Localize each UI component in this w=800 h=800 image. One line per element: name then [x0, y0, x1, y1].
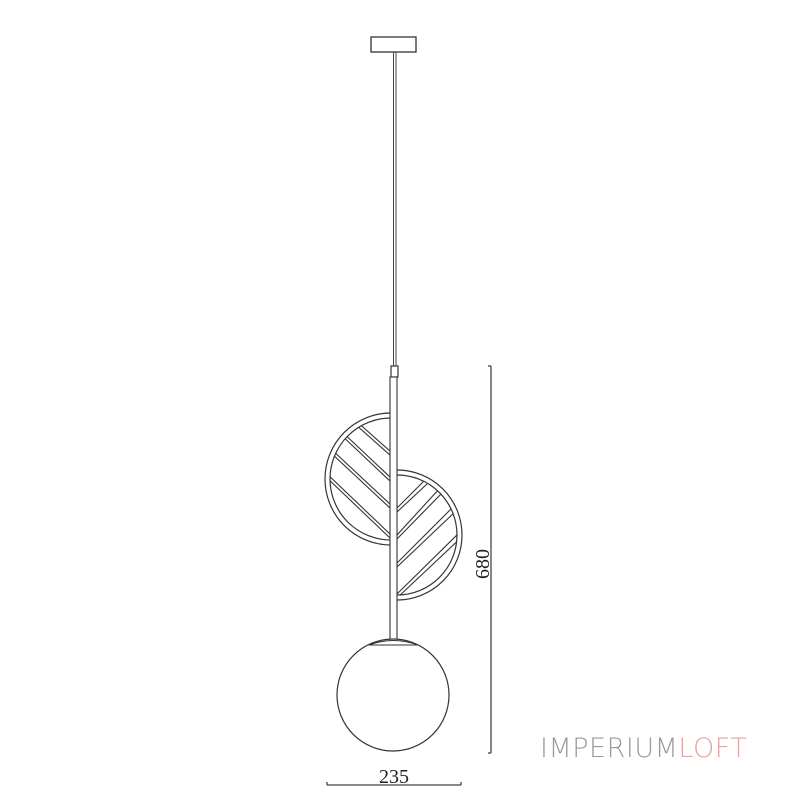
brand-logo: IMPERIUMLOFT [540, 733, 747, 764]
logo-part-imperium: IMPERIUM [540, 733, 679, 764]
suspension-cord [393, 52, 397, 366]
ceiling-canopy [370, 36, 417, 53]
stem [389, 376, 398, 644]
connector [390, 365, 399, 378]
glass-globe [336, 638, 450, 752]
lower-half-disc-panel [397, 469, 463, 601]
logo-part-loft: LOFT [678, 733, 748, 764]
width-dimension: 235 [326, 766, 462, 788]
height-dimension: 680 [472, 365, 494, 754]
width-label: 235 [379, 766, 409, 788]
height-label: 680 [472, 549, 494, 579]
upper-half-disc-panel [324, 412, 391, 546]
